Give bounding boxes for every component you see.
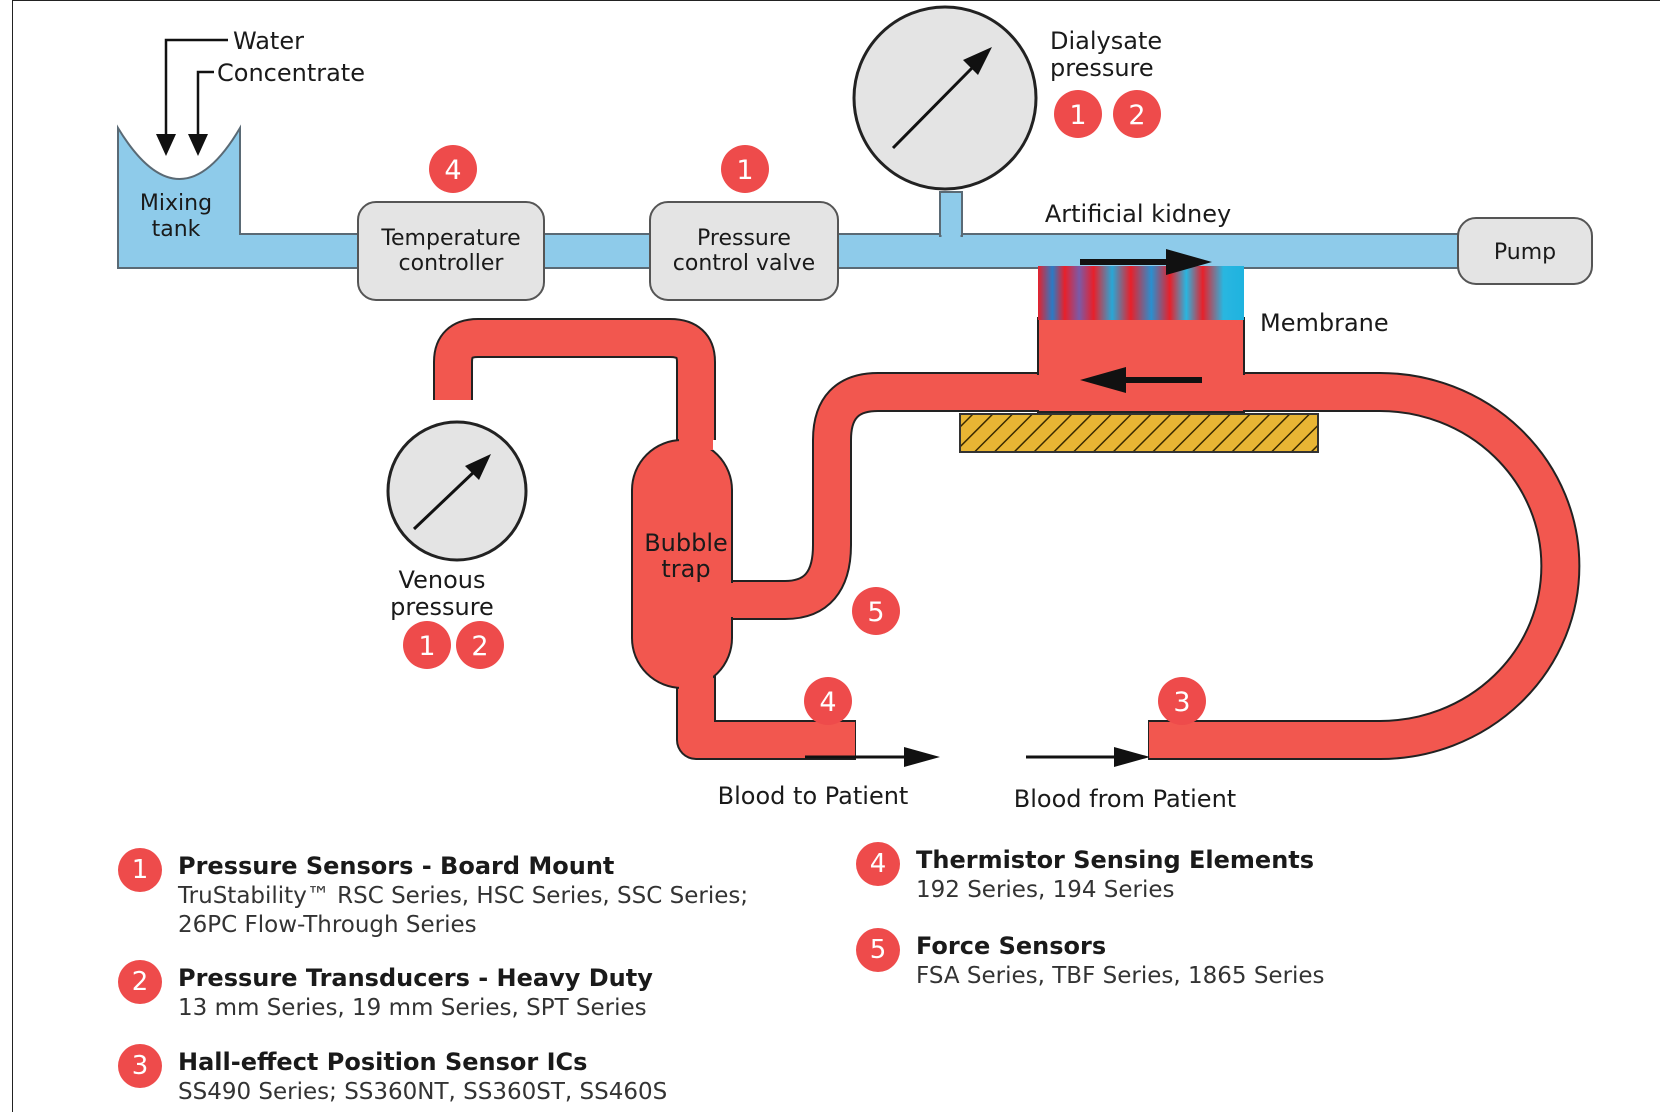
badge-number: 2: [1128, 100, 1145, 131]
blood-from-patient-label: Blood from Patient: [1014, 785, 1236, 813]
legend-title: Hall-effect Position Sensor ICs: [178, 1048, 588, 1076]
pressure-control-valve-label-1: Pressure: [697, 226, 791, 251]
mixing-tank-label-2: tank: [152, 217, 201, 242]
dialysate-gauge-dial: [852, 5, 1038, 191]
force-sensor-plate: [959, 413, 1319, 453]
legend-description-line: 13 mm Series, 19 mm Series, SPT Series: [178, 995, 647, 1021]
temperature-controller-label-1: Temperature: [380, 226, 520, 251]
page-frame: [12, 0, 1660, 1112]
badge-pressure-control-valve: 1: [721, 145, 769, 193]
venous-gauge-needle: [412, 468, 478, 531]
badge-bubble-trap: 5: [852, 587, 900, 635]
water-line: [164, 38, 228, 135]
blood-to-patient-label: Blood to Patient: [718, 782, 909, 810]
mixing-tank-label-1: Mixing: [140, 191, 212, 216]
venous-pressure-label-1: Venous: [399, 566, 486, 594]
dialysate-pressure-gauge: [852, 5, 1038, 191]
badge-blood-from-patient: 3: [1158, 677, 1206, 725]
legend-badge: 2: [118, 960, 162, 1004]
legend-badge: 5: [856, 928, 900, 972]
venous-pressure-label-2: pressure: [390, 593, 494, 621]
kidney-blood-chamber: [1037, 317, 1245, 413]
legend-title: Thermistor Sensing Elements: [916, 846, 1315, 874]
legend-title: Pressure Transducers - Heavy Duty: [178, 964, 653, 992]
trap-to-kidney-tube-fill: [718, 374, 1045, 618]
badge-number: 3: [1173, 687, 1190, 718]
blood-to-patient-arrowhead: [904, 747, 940, 767]
legend-description: FSA Series, TBF Series, 1865 Series: [916, 962, 1325, 991]
blood-flow-arrowhead: [1080, 367, 1126, 393]
legend-description-line: SS490 Series; SS360NT, SS360ST, SS460S: [178, 1079, 668, 1105]
return-loop-tube-fill: [1149, 374, 1579, 758]
bubble-trap-label-1: Bubble: [644, 529, 728, 557]
pump-label: Pump: [1494, 240, 1556, 265]
dialysate-pressure-label-1: Dialysate: [1050, 27, 1162, 55]
legend-description-line: TruStability™ RSC Series, HSC Series, SS…: [178, 883, 749, 909]
badge-temperature-controller: 4: [429, 145, 477, 193]
temperature-controller-label-2: controller: [399, 251, 505, 276]
temperature-controller-box: [357, 201, 545, 301]
dialysate-gauge-needle-head: [963, 47, 992, 75]
badge-number: 4: [819, 687, 836, 718]
badge-venous-pressure-1: 1: [403, 621, 451, 669]
badge-number: 2: [471, 631, 488, 662]
bubble-trap-label-2: trap: [661, 555, 710, 583]
legend-description-line: 26PC Flow-Through Series: [178, 912, 477, 938]
legend-badge: 4: [856, 842, 900, 886]
blood-circuit: [433, 266, 1581, 760]
legend-badge: 3: [118, 1044, 162, 1088]
pump: Pump: [1457, 217, 1593, 285]
legend-badge: 1: [118, 848, 162, 892]
venous-gauge-needle-head: [465, 454, 491, 480]
pressure-control-valve-label-2: control valve: [673, 251, 815, 276]
kidney-chamber-join-left: [1030, 375, 1040, 410]
legend-description: 192 Series, 194 Series: [916, 876, 1175, 905]
venous-gauge-dial: [386, 420, 528, 562]
badge-dialysate-pressure-1: 1: [1054, 90, 1102, 138]
legend-description: 13 mm Series, 19 mm Series, SPT Series: [178, 994, 647, 1023]
legend-title: Pressure Sensors - Board Mount: [178, 852, 615, 880]
venous-pressure-gauge: [386, 420, 528, 562]
water-label: Water: [233, 27, 304, 55]
gauge-stem: [939, 191, 963, 237]
flow-arrows: [805, 249, 1212, 767]
badge-blood-to-patient: 4: [804, 677, 852, 725]
badge-number: 1: [418, 631, 435, 662]
venous-tube-fill: [435, 320, 714, 440]
legend-title: Force Sensors: [916, 932, 1107, 960]
pressure-control-valve: Pressure control valve: [649, 201, 839, 301]
pressure-control-valve-box: [649, 201, 839, 301]
badge-dialysate-pressure-2: 2: [1113, 90, 1161, 138]
bubble-trap-bottom-join: [679, 676, 713, 696]
temperature-controller: Temperature controller: [357, 201, 545, 301]
legend-description: TruStability™ RSC Series, HSC Series, SS…: [178, 882, 748, 940]
dialysate-gauge-needle: [891, 66, 974, 150]
membrane: [1038, 266, 1244, 320]
kidney-chamber-join-right: [1242, 375, 1252, 410]
badge-number: 1: [1069, 100, 1086, 131]
badge-number: 5: [867, 597, 884, 628]
concentrate-arrowhead: [188, 134, 208, 156]
legend-description-line: FSA Series, TBF Series, 1865 Series: [916, 963, 1325, 989]
legend-description: SS490 Series; SS360NT, SS360ST, SS460S: [178, 1078, 667, 1107]
artificial-kidney-label: Artificial kidney: [1045, 200, 1231, 228]
badge-number: 1: [736, 155, 753, 186]
pump-box: [1457, 217, 1593, 285]
bubble-trap-top-join: [679, 430, 713, 450]
gauge-stem-cover: [941, 232, 961, 238]
concentrate-line: [196, 70, 214, 135]
badge-venous-pressure-2: 2: [456, 621, 504, 669]
concentrate-label: Concentrate: [217, 59, 365, 87]
dialysate-flow-arrowhead: [1166, 249, 1212, 275]
dialysate-pressure-label-2: pressure: [1050, 54, 1154, 82]
legend-description-line: 192 Series, 194 Series: [916, 877, 1175, 903]
bubble-trap-side-join: [722, 583, 742, 617]
blood-from-patient-arrowhead: [1114, 747, 1150, 767]
badge-number: 4: [444, 155, 461, 186]
water-arrowhead: [156, 134, 176, 156]
membrane-label: Membrane: [1260, 309, 1389, 337]
inlet-arrows: [164, 38, 228, 135]
